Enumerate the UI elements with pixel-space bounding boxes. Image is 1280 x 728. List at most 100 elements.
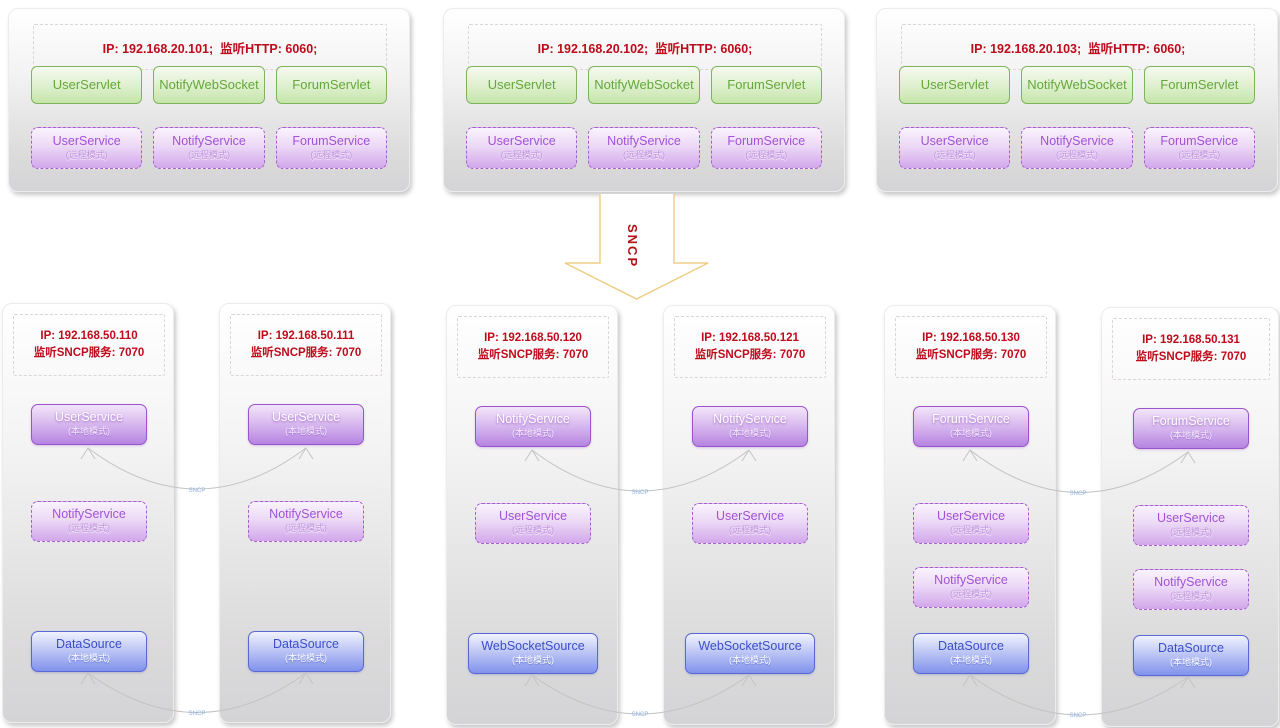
service-mode: (远程模式) [1170,527,1212,537]
service-mode: (远程模式) [68,523,110,533]
service-mode: (本地模式) [1170,430,1212,440]
node-listen-text: 监听SNCP服务: 7070 [477,349,589,361]
servlet-box-forumservlet: ForumServlet [1143,66,1255,104]
service-box-notifyservice-remote: NotifyService (远程模式) [31,501,147,542]
service-name: WebSocketSource [481,639,585,653]
servlet-box-userservlet: UserServlet [899,66,1011,104]
service-name: DataSource [937,639,1004,653]
servlet-row: UserServlet NotifyWebSocket ForumServlet [466,66,822,104]
service-box-websocketsource-local: WebSocketSource (本地模式) [468,633,598,674]
service-name: NotifyService [1040,134,1114,148]
service-mode: (远程模式) [310,150,353,160]
service-mode: (本地模式) [950,655,992,665]
sncp-node-panel-120: IP: 192.168.50.120 监听SNCP服务: 7070 Notify… [446,305,618,725]
server-address-text: IP: 192.168.20.102; 监听HTTP: 6060; [537,41,753,56]
service-mode: (远程模式) [512,525,554,535]
sncp-node-panel-111: IP: 192.168.50.111 监听SNCP服务: 7070 UserSe… [219,303,391,723]
service-name: NotifyService [607,134,681,148]
service-mode: (本地模式) [950,428,992,438]
node-address-header: IP: 192.168.50.111 监听SNCP服务: 7070 [230,314,382,376]
service-mode: (远程模式) [622,150,665,160]
sncp-node-panel-121: IP: 192.168.50.121 监听SNCP服务: 7070 Notify… [663,305,835,725]
service-mode: (远程模式) [745,150,788,160]
service-mode: (本地模式) [729,428,771,438]
node-ip-text: IP: 192.168.50.130 [922,332,1020,344]
service-box-datasource-local: DataSource (本地模式) [31,631,147,672]
service-box-userservice-remote: UserService (远程模式) [1133,505,1249,546]
remote-service-row: UserService (远程模式) NotifyService (远程模式) … [31,127,387,169]
node-ip-text: IP: 192.168.50.121 [701,332,799,344]
servlet-box-userservlet: UserServlet [31,66,143,104]
service-mode: (远程模式) [933,150,976,160]
service-box-forumservice-remote: ForumService (远程模式) [1143,127,1255,169]
service-mode: (本地模式) [285,426,327,436]
servlet-box-forumservlet: ForumServlet [275,66,387,104]
service-name: NotifyService [496,412,570,426]
service-name: ForumService [292,134,371,148]
service-name: WebSocketSource [698,639,802,653]
node-listen-text: 监听SNCP服务: 7070 [1135,351,1247,363]
sncp-node-panel-130: IP: 192.168.50.130 监听SNCP服务: 7070 ForumS… [884,305,1056,725]
node-address-header: IP: 192.168.50.120 监听SNCP服务: 7070 [457,316,609,378]
sncp-node-panel-110: IP: 192.168.50.110 监听SNCP服务: 7070 UserSe… [2,303,174,723]
service-box-datasource-local: DataSource (本地模式) [248,631,364,672]
service-name: UserService [1156,511,1226,525]
server-address-header: IP: 192.168.20.103; 监听HTTP: 6060; [901,24,1255,70]
service-name: UserService [52,134,121,148]
service-name: DataSource [1157,641,1224,655]
server-address-header: IP: 192.168.20.102; 监听HTTP: 6060; [468,24,822,70]
service-mode: (本地模式) [512,655,554,665]
connector-label: SNCP [632,490,649,496]
service-box-notifyservice-remote: NotifyService (远程模式) [248,501,364,542]
connector-label: SNCP [1070,713,1087,719]
servlet-row: UserServlet NotifyWebSocket ForumServlet [899,66,1255,104]
service-name: NotifyService [934,573,1008,587]
service-box-notifyservice-local: NotifyService (本地模式) [692,406,808,447]
node-listen-text: 监听SNCP服务: 7070 [694,349,806,361]
service-box-datasource-local: DataSource (本地模式) [913,633,1029,674]
service-name: UserService [487,134,556,148]
service-box-forumservice-remote: ForumService (远程模式) [710,127,822,169]
server-address-header: IP: 192.168.20.101; 监听HTTP: 6060; [33,24,387,70]
connector-label: SNCP [189,711,206,717]
server-address-text: IP: 192.168.20.103; 监听HTTP: 6060; [970,41,1186,56]
servlet-box-forumservlet: ForumServlet [710,66,822,104]
service-box-userservice-remote: UserService (远程模式) [466,127,578,169]
sncp-node-panel-131: IP: 192.168.50.131 监听SNCP服务: 7070 ForumS… [1101,307,1279,727]
service-mode: (本地模式) [68,426,110,436]
http-server-panel-102: IP: 192.168.20.102; 监听HTTP: 6060; UserSe… [443,8,845,192]
service-box-forumservice-local: ForumService (本地模式) [913,406,1029,447]
servlet-row: UserServlet NotifyWebSocket ForumServlet [31,66,387,104]
servlet-box-userservlet: UserServlet [466,66,578,104]
servlet-box-notifywebsocket: NotifyWebSocket [153,66,265,104]
node-address-header: IP: 192.168.50.130 监听SNCP服务: 7070 [895,316,1047,378]
service-name: ForumService [1152,414,1230,428]
remote-service-row: UserService (远程模式) NotifyService (远程模式) … [899,127,1255,169]
http-server-panel-101: IP: 192.168.20.101; 监听HTTP: 6060; UserSe… [8,8,410,192]
service-box-notifyservice-remote: NotifyService (远程模式) [1021,127,1133,169]
service-box-forumservice-remote: ForumService (远程模式) [275,127,387,169]
service-name: NotifyService [52,507,126,521]
service-name: UserService [715,509,785,523]
service-mode: (远程模式) [1170,591,1212,601]
service-name: ForumService [1160,134,1239,148]
service-box-websocketsource-local: WebSocketSource (本地模式) [685,633,815,674]
node-listen-text: 监听SNCP服务: 7070 [915,349,1027,361]
service-box-datasource-local: DataSource (本地模式) [1133,635,1249,676]
service-mode: (本地模式) [285,653,327,663]
service-name: NotifyService [713,412,787,426]
remote-service-row: UserService (远程模式) NotifyService (远程模式) … [466,127,822,169]
service-name: UserService [920,134,989,148]
service-box-userservice-local: UserService (本地模式) [31,404,147,445]
service-box-notifyservice-remote: NotifyService (远程模式) [153,127,265,169]
node-address-header: IP: 192.168.50.121 监听SNCP服务: 7070 [674,316,826,378]
service-mode: (远程模式) [187,150,230,160]
service-name: UserService [498,509,568,523]
service-box-userservice-remote: UserService (远程模式) [692,503,808,544]
service-name: UserService [936,509,1006,523]
service-name: ForumService [932,412,1010,426]
service-box-userservice-remote: UserService (远程模式) [913,503,1029,544]
service-box-userservice-remote: UserService (远程模式) [31,127,143,169]
sncp-flow-arrow-label: SNCP [625,224,640,268]
